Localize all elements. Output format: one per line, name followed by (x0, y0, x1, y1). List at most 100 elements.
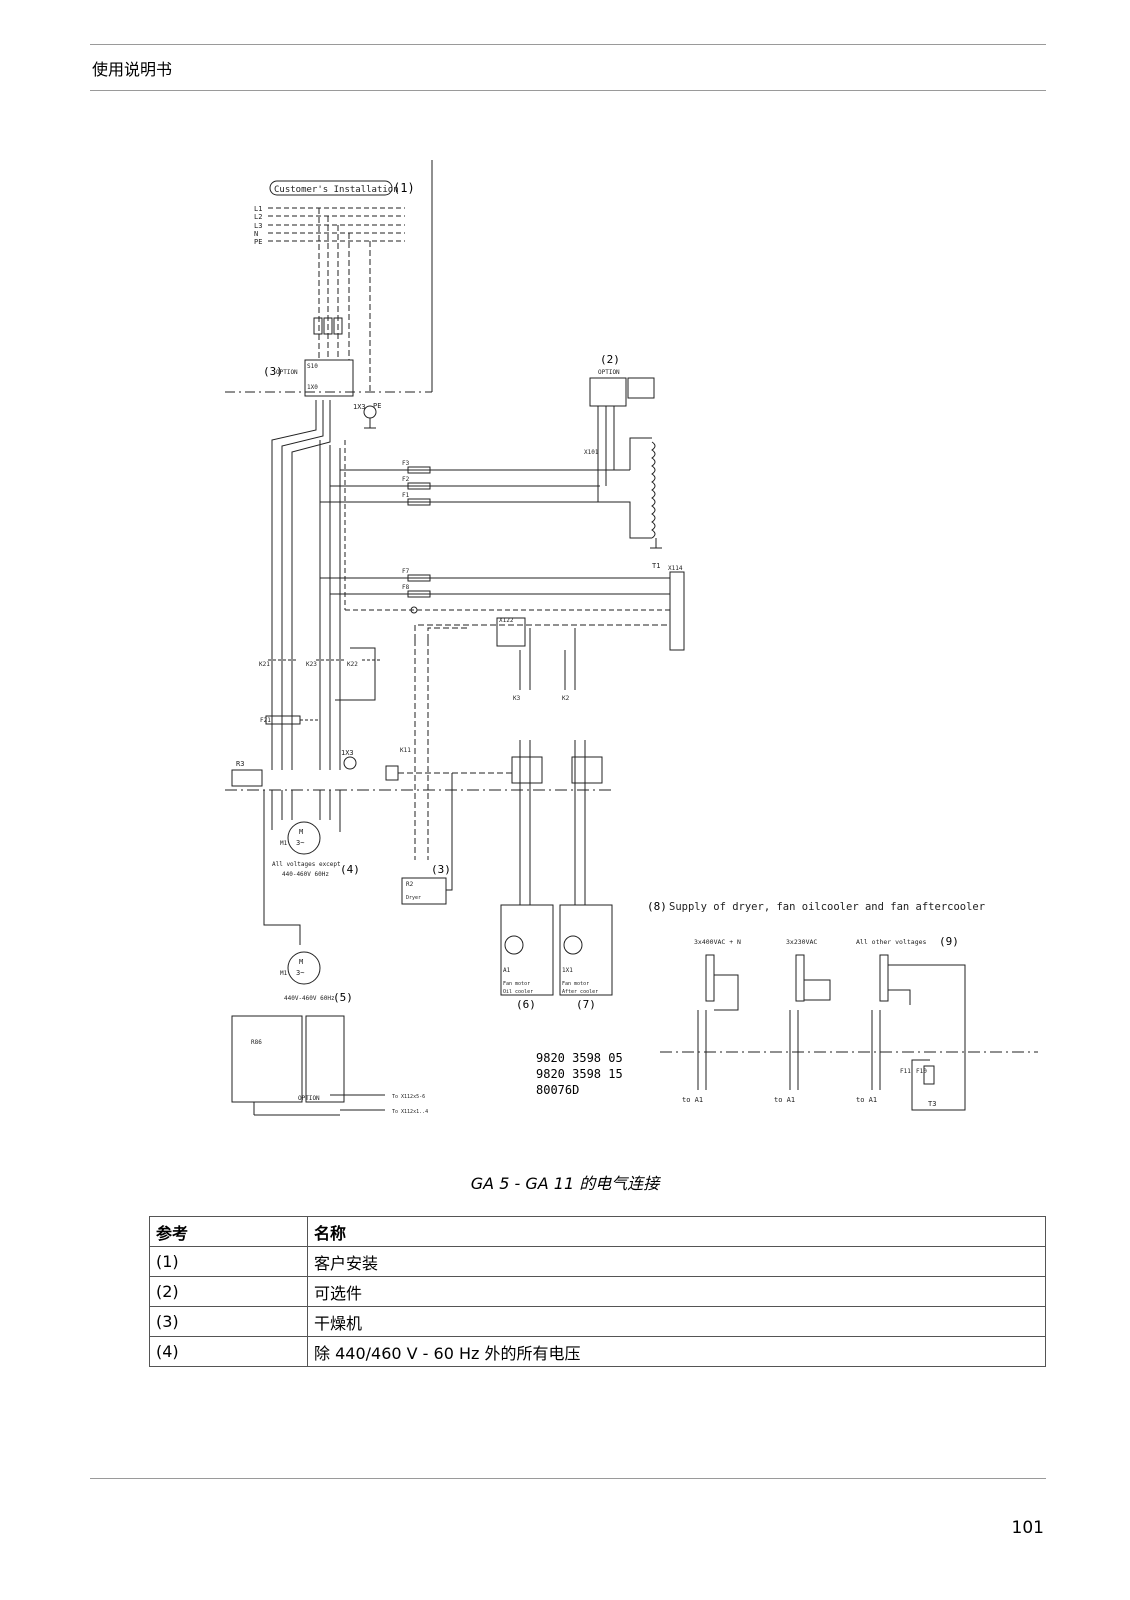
label-t3: T3 (928, 1100, 936, 1108)
ref-cell: (2) (149, 1276, 308, 1307)
m5-sub: After cooler (562, 989, 598, 995)
supply-variants (660, 954, 1038, 1111)
doc-number-1: 9820 3598 05 (536, 1051, 623, 1065)
supply-3x400: 3x400VAC + N (694, 938, 741, 946)
ref-5-label: (5) (333, 991, 353, 1004)
label-k23: K23 (306, 661, 317, 668)
label-1x3-top: 1X3 (353, 403, 366, 411)
label-pe: PE (373, 402, 381, 410)
installation-label: Customer's Installation (274, 185, 399, 195)
ref-6-label: (6) (516, 998, 536, 1011)
label-f11: F11 (900, 1068, 911, 1075)
ref-3-label: (3) (263, 365, 283, 378)
to-a1-2: to A1 (774, 1096, 795, 1104)
contactors (265, 647, 382, 725)
label-a1: R2 (406, 881, 414, 888)
m5-type: Fan motor (562, 981, 589, 987)
label-m1-alt: M1 (280, 970, 288, 977)
header-title: 使用说明书 (92, 60, 173, 79)
ref-1-label: (1) (393, 181, 415, 195)
m4-sub: Oil cooler (503, 989, 533, 995)
label-1x1: R3 (236, 760, 244, 768)
table-row: (4) 除 440/460 V - 60 Hz 外的所有电压 (149, 1336, 1046, 1367)
label-k22: K22 (347, 661, 358, 668)
name-cell: 干燥机 (307, 1306, 1046, 1337)
supply-lines (268, 207, 405, 242)
installation-box (269, 180, 393, 196)
ref-cell: (4) (149, 1336, 308, 1367)
label-x101: X101 (584, 449, 599, 456)
m1-note-line2: 440-460V 60Hz (282, 871, 329, 878)
label-x114: X114 (668, 565, 683, 572)
main-switch-s10 (304, 359, 354, 397)
footer-rule (90, 1478, 1046, 1479)
to-x112-a: To X112x5-6 (392, 1094, 425, 1100)
table-header-row: 参考 名称 (149, 1216, 1046, 1247)
power-bus (271, 400, 670, 770)
label-t1: T1 (652, 562, 660, 570)
m1-alt-note: 440V-460V 60Hz (284, 995, 335, 1002)
terminal-x114 (669, 571, 685, 651)
fan-control-wiring (414, 624, 670, 905)
ref-cell: (1) (149, 1246, 308, 1277)
page-number: 101 (1011, 1518, 1044, 1538)
doc-number-2: 9820 3598 15 (536, 1067, 623, 1081)
option-label-2: OPTION (598, 369, 620, 376)
to-a1-1: to A1 (682, 1096, 703, 1104)
ref-9-label: (9) (939, 935, 959, 948)
label-m5: 1X1 (562, 967, 573, 974)
dryer-label: Dryer (406, 895, 421, 901)
fan-motor-m4-box (500, 904, 554, 996)
m1-note-line1: All voltages except (272, 861, 341, 868)
label-k21: K21 (259, 661, 270, 668)
reference-table: 参考 名称 (1) 客户安装 (2) 可选件 (3) 干燥机 (4) 除 440… (149, 1216, 1046, 1367)
label-k11: K11 (400, 747, 411, 754)
wiring-diagram: Customer's Installation (1) L1 L2 L3 N P… (225, 160, 1038, 1116)
to-a1-3: to A1 (856, 1096, 877, 1104)
option-label-s10: OPTION (276, 369, 298, 376)
figure-caption: GA 5 - GA 11 的电气连接 (470, 1174, 660, 1193)
m1-motor-phase: 3~ (296, 839, 304, 847)
option-sensors (231, 1015, 385, 1116)
label-m4: A1 (503, 967, 511, 974)
option-label-bottom: OPTION (298, 1095, 320, 1102)
line-label-l2: L2 (254, 213, 262, 221)
ref-4-label: (4) (340, 863, 360, 876)
ref-3-dryer-label: (3) (431, 863, 451, 876)
name-cell: 可选件 (307, 1276, 1046, 1307)
label-f1: F1 (402, 492, 410, 499)
supply-label: Supply of dryer, fan oilcooler and fan a… (669, 901, 985, 913)
label-1x0: 1X0 (307, 384, 318, 391)
line-label-l3: L3 (254, 222, 262, 230)
label-k2: K2 (562, 695, 570, 702)
terminal-x122 (496, 617, 526, 647)
label-f8: F8 (402, 584, 410, 591)
fan-motor-m5-box (559, 904, 613, 996)
label-s10: S10 (307, 363, 318, 370)
label-f7: F7 (402, 568, 410, 575)
label-1x3-bottom: 1X3 (341, 749, 354, 757)
motor-m1-alt (287, 951, 321, 985)
name-cell: 客户安装 (307, 1246, 1046, 1277)
line-label-l1: L1 (254, 205, 262, 213)
m1-alt-phase: 3~ (296, 969, 304, 977)
ref-2-label: (2) (600, 353, 620, 366)
dryer-a1 (401, 877, 447, 905)
supply-other: All other voltages (856, 938, 927, 946)
label-f10: F10 (916, 1068, 927, 1075)
header-name: 名称 (307, 1216, 1046, 1247)
header-ref: 参考 (149, 1216, 308, 1247)
label-r2: R86 (251, 1039, 262, 1046)
label-f2: F2 (402, 476, 410, 483)
supply-3x230: 3x230VAC (786, 938, 817, 946)
line-label-n: N (254, 230, 258, 238)
line-label-pe: PE (254, 238, 262, 246)
label-x122: X122 (499, 617, 514, 624)
ref-cell: (3) (149, 1306, 308, 1337)
label-f3: F3 (402, 460, 410, 467)
m1-motor-letter: M (299, 828, 303, 836)
doc-number-3: 80076D (536, 1083, 579, 1097)
option-relay-box (589, 377, 627, 407)
label-k3: K3 (513, 695, 521, 702)
label-f21: F21 (260, 717, 271, 724)
